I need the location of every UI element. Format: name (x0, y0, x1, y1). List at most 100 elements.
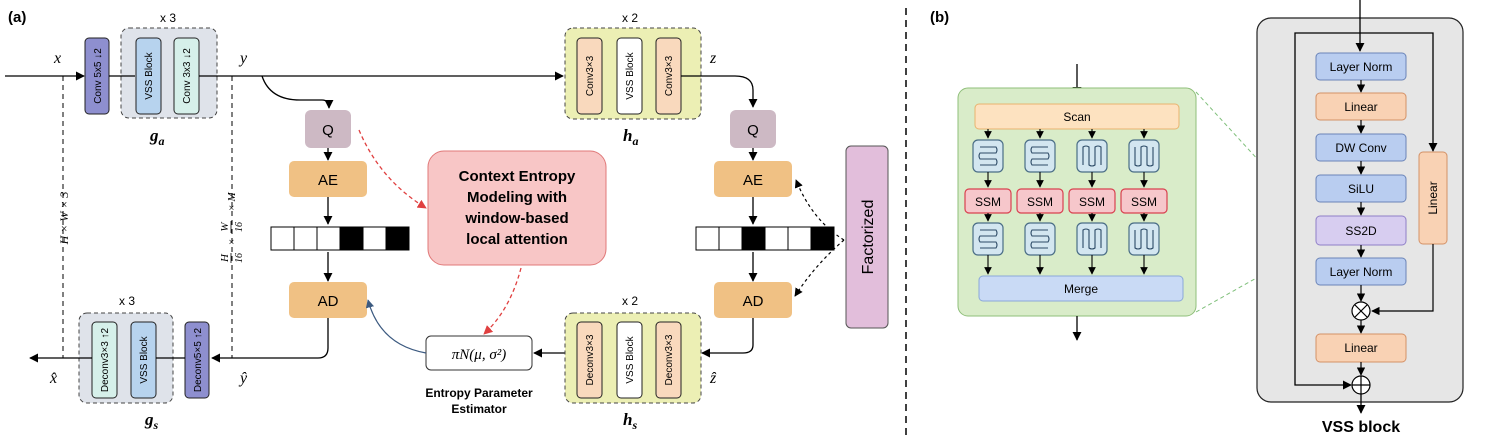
scan-path-line (978, 146, 998, 166)
q-block-left (305, 110, 351, 148)
scan-path-line (1134, 228, 1154, 250)
dim-16a: 16 (234, 253, 245, 263)
ha-vss-label: VSS Block (625, 51, 636, 99)
scan-path-icon (1076, 139, 1108, 173)
ae-block-left (289, 161, 367, 197)
dim-16b: 16 (234, 222, 245, 232)
factorized-to-ae-dashed (794, 179, 845, 241)
vss-block-title: VSS block (1322, 419, 1400, 436)
hs-deconv-b-label: Deconv3×3 (664, 334, 675, 385)
ssm-label: SSM (1079, 195, 1105, 209)
vss-linear-1-label: Linear (1344, 100, 1377, 114)
hs-name-sub: s (631, 418, 637, 432)
ae-label-left: AE (318, 172, 338, 189)
ga-name: ga (149, 126, 165, 148)
ssm-label: SSM (975, 195, 1001, 209)
var-x: x (53, 50, 61, 67)
analysis-transform: x 3 Conv 5x5 ↓2 VSS Block Conv 3x3 ↓2 ga (84, 11, 218, 148)
vss-layer-stack: Layer Norm Linear DW Conv SiLU SS2D Laye… (1315, 52, 1448, 414)
vss-multiply-x2 (1354, 304, 1368, 318)
scan-block (974, 103, 1180, 130)
ad-to-gs-arrow (211, 318, 329, 363)
hs-deconv-b-block (655, 321, 682, 399)
strip-cell (270, 226, 295, 251)
ad-block-left (289, 282, 367, 318)
strip-cell (385, 226, 410, 251)
vss-residual-path (1294, 32, 1360, 390)
scan-path-icon (972, 139, 1004, 173)
dim-h: H (219, 253, 231, 263)
ha-vss-block (616, 37, 643, 115)
ad-label-left: AD (318, 293, 339, 310)
hs-vss-block (616, 321, 643, 399)
factorized-label: Factorized (860, 200, 877, 275)
zoom-connector-top (1195, 91, 1316, 223)
vss-gate-to-multiply (1371, 244, 1434, 316)
vss-silu-label: SiLU (1348, 182, 1374, 196)
var-z: z (709, 50, 717, 67)
ae-label-right: AE (743, 172, 763, 189)
ssm-label: SSM (1131, 195, 1157, 209)
var-yhat: ŷ (238, 370, 248, 387)
hs-repeat-label: x 2 (622, 294, 638, 308)
ae-block-right (714, 161, 792, 197)
estimator-caption-1: Entropy Parameter (425, 386, 533, 400)
hyper-synthesis-transform: x 2 Deconv3×3 VSS Block Deconv3×3 hs (564, 294, 702, 432)
dim-label-input: H × W × 3 (57, 192, 71, 246)
y-to-q-arrow (261, 75, 334, 109)
gs-name-main: g (144, 410, 154, 429)
strip-cell (741, 226, 766, 251)
strip-cell (362, 226, 387, 251)
dim-m: × M (226, 191, 238, 211)
scan-label: Scan (1063, 110, 1090, 124)
scan-path-line (1030, 146, 1050, 166)
estimator-to-ad-arrow (365, 299, 427, 354)
q-label-right: Q (747, 122, 759, 139)
scan-path-line (1134, 145, 1154, 167)
gs-vss-block (130, 321, 157, 399)
hs-deconv-a-label: Deconv3×3 (585, 334, 596, 385)
ga-vss-block (135, 37, 162, 115)
scan-path-line (1030, 229, 1050, 249)
gs-deconv3-block (91, 321, 118, 399)
var-zhat: ẑ (709, 370, 717, 387)
panel-b-label: (b) (930, 9, 949, 26)
scan-path-line (1082, 145, 1102, 167)
scan-path-line (978, 229, 998, 249)
binary-strip-left (270, 226, 410, 251)
ha-conv-b-label: Conv3×3 (664, 55, 675, 96)
gs-repeat-label: x 3 (119, 294, 135, 308)
ga-vss-label: VSS Block (144, 51, 155, 99)
context-to-estimator-dashed (483, 267, 522, 335)
z-to-q-arrow (681, 75, 758, 108)
vss-dwconv-label: DW Conv (1335, 141, 1386, 155)
vss-linear-out-label: Linear (1344, 341, 1377, 355)
gs-vss-label: VSS Block (139, 335, 150, 383)
factorized-box (845, 145, 889, 329)
q-label-left: Q (322, 122, 334, 139)
strip-cell (810, 226, 835, 251)
ha-conv-a-block (576, 37, 603, 115)
hyper-analysis-transform: x 2 Conv3×3 VSS Block Conv3×3 ha (564, 11, 702, 148)
context-entropy-box (427, 150, 607, 266)
vss-layernorm-1-label: Layer Norm (1330, 60, 1393, 74)
dim-times: × (226, 238, 238, 245)
ha-name: ha (623, 126, 638, 148)
scan-path-icon (1128, 139, 1160, 173)
merge-block (978, 275, 1184, 302)
ad-label-right: AD (743, 293, 764, 310)
context-line-4: local attention (466, 231, 568, 248)
synthesis-transform: x 3 Deconv3×3 ↑2 VSS Block Deconv5×5 ↑2 … (78, 294, 210, 432)
scan-path-line (1082, 228, 1102, 250)
strip-cell (718, 226, 743, 251)
estimator-formula: πN(μ, σ²) (452, 347, 506, 363)
ga-name-main: g (149, 126, 159, 145)
ga-conv3-label: Conv 3x3 ↓2 (182, 48, 193, 104)
hs-vss-label: VSS Block (625, 335, 636, 383)
ha-repeat-label: x 2 (622, 11, 638, 25)
gs-name: gs (144, 410, 159, 432)
vss-layernorm-2-label: Layer Norm (1330, 265, 1393, 279)
scan-path-icon (1024, 222, 1056, 256)
